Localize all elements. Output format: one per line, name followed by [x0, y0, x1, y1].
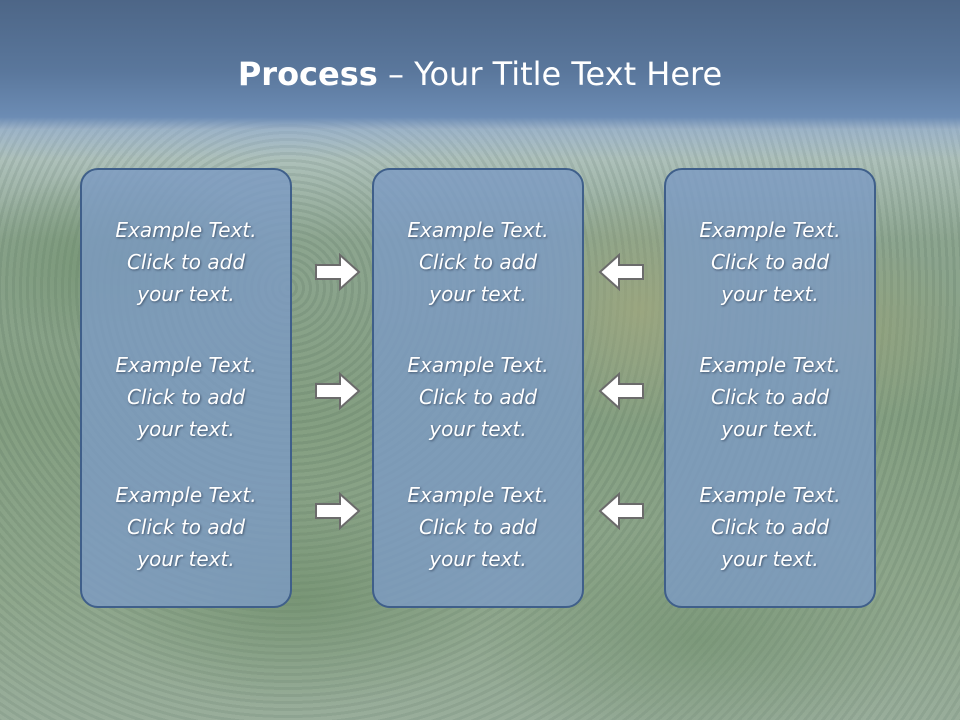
left-box-text-2[interactable]: Example Text. Click to add your text.: [82, 349, 290, 445]
text-line: your text.: [721, 282, 819, 306]
text-line: Click to add: [710, 250, 830, 274]
text-line: Click to add: [418, 250, 538, 274]
text-line: your text.: [721, 547, 819, 571]
text-line: Example Text.: [115, 218, 257, 242]
text-line: Click to add: [126, 385, 246, 409]
text-line: Example Text.: [407, 483, 549, 507]
slide-title[interactable]: Process – Your Title Text Here: [0, 52, 960, 96]
title-bold-part: Process: [237, 55, 378, 93]
text-line: Click to add: [710, 515, 830, 539]
text-line: Click to add: [418, 385, 538, 409]
right-box-text-2[interactable]: Example Text. Click to add your text.: [666, 349, 874, 445]
text-line: your text.: [137, 547, 235, 571]
text-line: Click to add: [126, 250, 246, 274]
arrow-left-icon[interactable]: [597, 371, 645, 411]
text-line: Example Text.: [699, 353, 841, 377]
center-process-box[interactable]: Example Text. Click to add your text. Ex…: [372, 168, 584, 608]
title-bar: [0, 0, 960, 160]
arrow-left-icon[interactable]: [597, 252, 645, 292]
text-line: your text.: [429, 547, 527, 571]
right-box-text-3[interactable]: Example Text. Click to add your text.: [666, 479, 874, 575]
text-line: Example Text.: [407, 218, 549, 242]
arrow-right-icon[interactable]: [314, 491, 362, 531]
text-line: your text.: [721, 417, 819, 441]
text-line: your text.: [137, 282, 235, 306]
right-process-box[interactable]: Example Text. Click to add your text. Ex…: [664, 168, 876, 608]
arrow-left-icon[interactable]: [597, 491, 645, 531]
text-line: Example Text.: [115, 353, 257, 377]
left-process-box[interactable]: Example Text. Click to add your text. Ex…: [80, 168, 292, 608]
center-box-text-1[interactable]: Example Text. Click to add your text.: [374, 214, 582, 310]
text-line: Click to add: [418, 515, 538, 539]
text-line: your text.: [429, 282, 527, 306]
arrow-right-icon[interactable]: [314, 252, 362, 292]
center-box-text-3[interactable]: Example Text. Click to add your text.: [374, 479, 582, 575]
left-box-text-3[interactable]: Example Text. Click to add your text.: [82, 479, 290, 575]
arrow-right-icon[interactable]: [314, 371, 362, 411]
text-line: Click to add: [126, 515, 246, 539]
right-box-text-1[interactable]: Example Text. Click to add your text.: [666, 214, 874, 310]
text-line: Click to add: [710, 385, 830, 409]
left-box-text-1[interactable]: Example Text. Click to add your text.: [82, 214, 290, 310]
text-line: your text.: [429, 417, 527, 441]
text-line: your text.: [137, 417, 235, 441]
title-rest-part: – Your Title Text Here: [377, 55, 723, 93]
center-box-text-2[interactable]: Example Text. Click to add your text.: [374, 349, 582, 445]
text-line: Example Text.: [115, 483, 257, 507]
text-line: Example Text.: [407, 353, 549, 377]
text-line: Example Text.: [699, 218, 841, 242]
text-line: Example Text.: [699, 483, 841, 507]
